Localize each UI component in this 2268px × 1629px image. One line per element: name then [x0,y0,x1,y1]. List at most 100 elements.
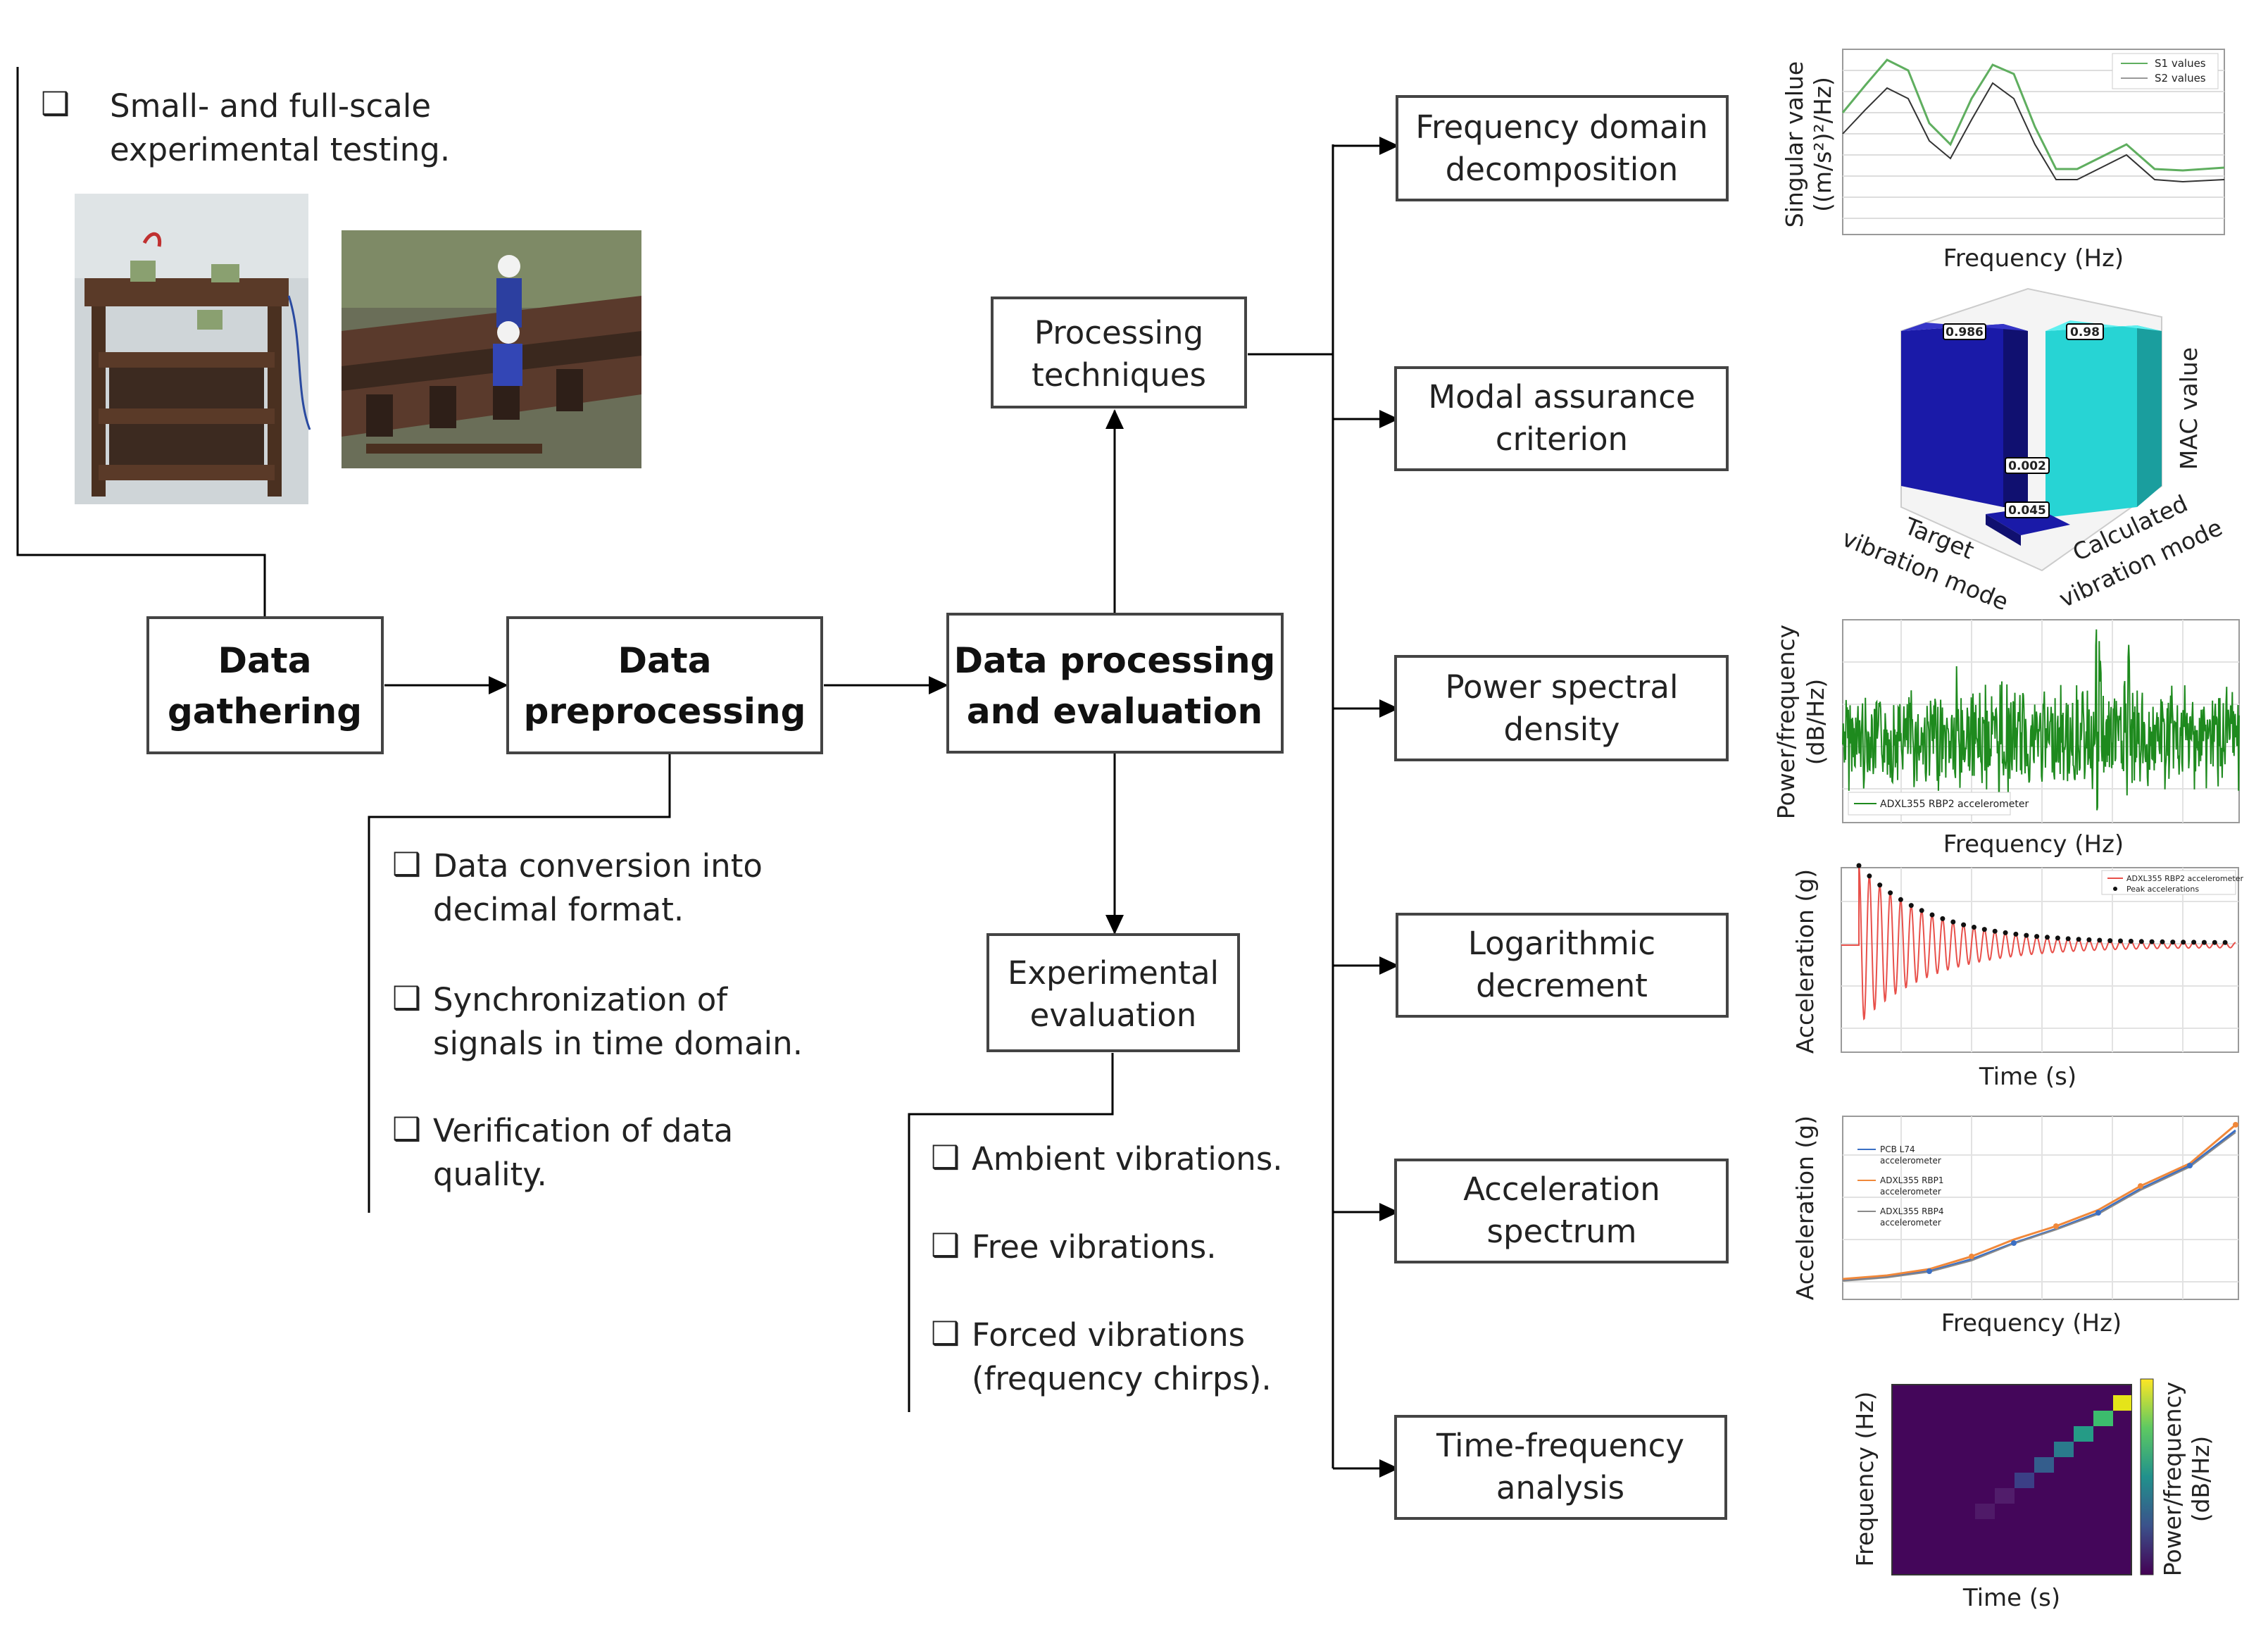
note-line: Small- and full-scale [110,87,431,125]
box-label-line2: density [1504,711,1620,748]
peak-marker [1877,882,1883,888]
x-axis-label: Frequency (Hz) [1943,244,2124,273]
peak-marker [2034,934,2040,940]
legend-entry: S2 values [2155,72,2206,85]
logdec-peak-markers [1856,863,2228,945]
box-label-line2: criterion [1496,420,1628,458]
y-axis-label: Acceleration (g) [1791,869,1819,1054]
peak-marker [2065,936,2071,942]
box-acceleration-spectrum: Acceleration spectrum [1394,1159,1729,1263]
peak-marker [2045,935,2050,940]
peak-marker [2097,937,2103,943]
preprocessing-bracket-line [368,754,671,1213]
mac-bar-front-left [1901,324,2003,507]
peak-marker [1919,908,1924,913]
peak-marker [2013,931,2019,937]
peak-marker [1856,863,1862,868]
gathering-notes: ❑ Small- and full-scale experimental tes… [41,85,450,168]
peak-marker [2212,940,2217,945]
legend-entry: accelerometer [1880,1218,1941,1228]
experimental-bracket-line [908,1053,1114,1412]
box-label-line1: Power spectral [1445,668,1678,706]
peak-marker [2222,940,2228,945]
note-line: Verification of data [433,1112,733,1149]
tf-plot-thumbnail: Frequency (Hz) Power/frequency (dB/Hz) T… [1851,1378,2214,1612]
preprocessing-notes: ❑ Data conversion into decimal format. ❑… [392,845,803,1193]
box-label-line2: techniques [1032,356,1206,394]
peak-marker [2118,938,2123,944]
peak-marker [1940,916,1946,921]
box-label-line1: Data processing [954,640,1276,681]
peak-marker [2024,932,2029,938]
mac-value-label: 0.986 [1946,325,1984,339]
psd-signal-line [1842,629,2240,811]
box-data-processing-evaluation: Data processing and evaluation [946,613,1284,754]
mac-value-label: 0.98 [2070,325,2100,339]
colorbar-label: (dB/Hz) [2187,1436,2214,1523]
peak-marker [2138,939,2144,944]
peak-marker [1867,873,1872,879]
x-axis-label: Time (s) [1962,1584,2060,1612]
note-line: Data conversion into [433,847,763,885]
x-axis-label: Frequency (Hz) [1943,830,2124,859]
checkbox-icon: ❑ [931,1226,960,1264]
peak-marker [2181,940,2186,945]
colorbar-label: Power/frequency [2159,1382,2186,1576]
note-line: Free vibrations. [972,1228,1217,1266]
checkbox-icon: ❑ [392,979,421,1017]
peak-marker [1972,925,1976,930]
legend-entry: ADXL355 RBP2 accelerometer [1880,799,2029,810]
y-axis-label: (dB/Hz) [1802,679,1829,766]
peak-marker [2170,940,2176,945]
fdd-s2-line [1842,82,2225,183]
box-label-line2: preprocessing [524,691,806,732]
peak-marker [2160,939,2165,944]
box-label-line1: Logarithmic [1468,925,1655,962]
y-axis-label: Frequency (Hz) [1851,1392,1879,1567]
box-label-line2: analysis [1496,1469,1624,1506]
mac-value-label: 0.045 [2008,504,2046,518]
checkbox-icon: ❑ [931,1314,960,1352]
box-label-line1: Frequency domain [1415,108,1708,146]
legend-entry: PCB L74 [1880,1144,1915,1154]
box-processing-techniques: Processing techniques [991,297,1247,408]
box-label-line1: Processing [1034,314,1203,351]
box-modal-assurance-criterion: Modal assurance criterion [1394,366,1729,471]
legend-entry: accelerometer [1880,1156,1941,1166]
psd-plot-thumbnail: ADXL355 RBP2 accelerometer Power/frequen… [1772,619,2240,859]
connectors [16,67,1399,1478]
box-power-spectral-density: Power spectral density [1394,655,1729,761]
peak-marker [1961,922,1967,928]
legend-entry: S1 values [2155,57,2206,70]
box-label-line2: decrement [1476,967,1648,1004]
box-label-line2: decomposition [1446,151,1679,188]
peak-marker [2003,930,2008,935]
x-axis-label: Frequency (Hz) [1941,1309,2122,1337]
accspec-plot-thumbnail: PCB L74 accelerometer ADXL355 RBP1 accel… [1791,1116,2239,1337]
checkbox-icon: ❑ [392,1110,421,1148]
note-line: experimental testing. [110,131,450,168]
legend-entry: accelerometer [1880,1187,1941,1197]
fdd-plot-thumbnail: S1 values S2 values Singular value ((m/s… [1781,49,2225,273]
y-axis-label: Singular value [1781,61,1808,227]
box-label-line1: Experimental [1008,954,1219,992]
peak-marker [2128,938,2134,944]
mac-value-label: 0.002 [2008,459,2046,473]
evaluation-notes: ❑ Ambient vibrations. ❑ Free vibrations.… [931,1138,1283,1397]
legend-entry: Peak accelerations [2126,885,2199,894]
note-line: decimal format. [433,891,684,928]
peak-marker [1950,919,1956,925]
peak-marker [2107,938,2113,944]
tf-colorbar [2140,1378,2154,1575]
peak-marker [1929,912,1935,918]
note-line: signals in time domain. [433,1025,803,1062]
checkbox-icon: ❑ [41,85,70,123]
box-label-line1: Acceleration [1463,1171,1660,1208]
checkbox-icon: ❑ [392,845,421,883]
note-line: Ambient vibrations. [972,1140,1283,1178]
mac-plot-thumbnail: 0.986 0.98 0.002 0.045 MAC value Target … [1838,287,2226,616]
gathering-bracket-line [16,67,266,618]
logdec-plot-thumbnail: ADXL355 RBP2 accelerometer Peak accelera… [1791,863,2243,1091]
box-frequency-domain-decomposition: Frequency domain decomposition [1396,95,1729,201]
box-label-line2: evaluation [1030,997,1197,1034]
